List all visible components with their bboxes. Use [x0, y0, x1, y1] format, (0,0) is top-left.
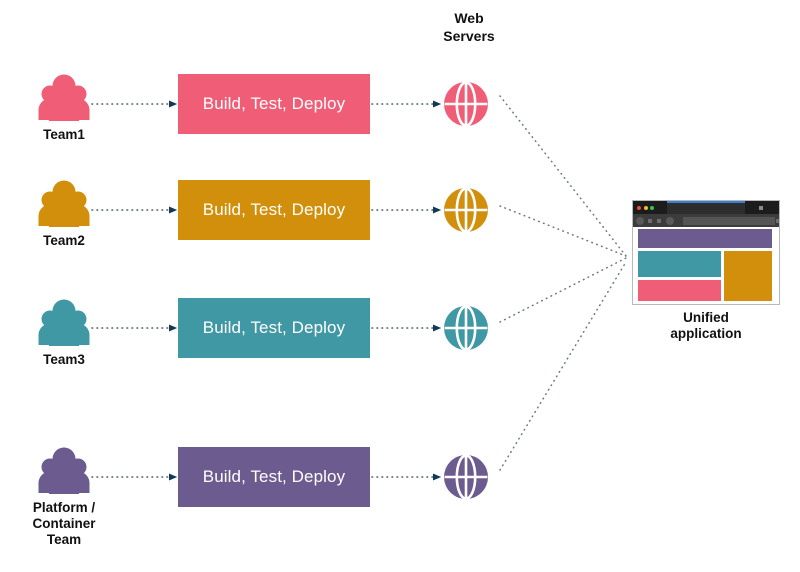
unified-application-browser[interactable]	[632, 200, 780, 305]
pipeline-label: Build, Test, Deploy	[202, 467, 346, 486]
team-block-team3: Team3	[4, 297, 124, 368]
app-panel-right	[724, 251, 772, 301]
connector-group-team-to-pipeline	[91, 100, 178, 481]
menu-button-icon[interactable]	[776, 219, 779, 223]
connector-group-pipeline-to-server	[371, 100, 442, 481]
team-label: Team2	[43, 233, 85, 248]
connector-group-server-to-app	[499, 95, 627, 471]
pipeline-box-team1[interactable]: Build, Test, Deploy	[178, 74, 370, 134]
app-panel-left-bottom	[638, 280, 721, 301]
globe-icon-team2[interactable]	[442, 186, 490, 234]
home-button-icon[interactable]	[666, 216, 674, 225]
team-group-icon	[38, 447, 90, 494]
team-label: Team3	[43, 352, 85, 367]
browser-toolbar	[633, 214, 779, 227]
reload-button-icon[interactable]	[657, 219, 661, 223]
team-group-icon	[38, 74, 90, 121]
connector-server-to-app	[499, 257, 627, 323]
team-label: Team1	[43, 127, 85, 142]
team-group-icon	[38, 180, 90, 227]
pipeline-box-team3[interactable]: Build, Test, Deploy	[178, 298, 370, 358]
minimize-dot-icon[interactable]	[643, 205, 648, 210]
team-group-icon	[38, 299, 90, 346]
connector-server-to-app	[499, 205, 627, 257]
web-servers-header: Web Servers	[443, 10, 495, 44]
team-block-platform-container-team: Platform / Container Team	[4, 445, 124, 548]
forward-button-icon[interactable]	[648, 219, 652, 223]
maximize-dot-icon[interactable]	[650, 205, 654, 210]
pipeline-label: Build, Test, Deploy	[202, 94, 346, 113]
pipeline-box-team2[interactable]: Build, Test, Deploy	[178, 180, 370, 240]
connector-server-to-app	[499, 95, 627, 257]
unified-application-caption: Unified application	[670, 310, 742, 342]
browser-tab-inactive[interactable]	[745, 201, 779, 214]
app-panel-header	[638, 229, 772, 248]
browser-tab-active[interactable]	[667, 201, 745, 214]
pipeline-box-platform-container-team[interactable]: Build, Test, Deploy	[178, 447, 370, 507]
connector-server-to-app	[499, 261, 627, 471]
app-panel-left-top	[638, 251, 721, 277]
address-bar[interactable]	[683, 216, 775, 225]
pipeline-label: Build, Test, Deploy	[202, 200, 346, 219]
team-block-team1: Team1	[4, 72, 124, 143]
tab-favicon-icon	[759, 205, 763, 210]
pipeline-label: Build, Test, Deploy	[202, 318, 346, 337]
window-controls[interactable]	[637, 205, 654, 210]
browser-tab-bar	[633, 201, 779, 214]
globe-icon-platform-container-team[interactable]	[442, 453, 490, 501]
globe-icon-team1[interactable]	[442, 80, 490, 128]
back-button-icon[interactable]	[636, 216, 644, 225]
browser-content-area	[633, 227, 779, 304]
team-block-team2: Team2	[4, 178, 124, 249]
close-dot-icon[interactable]	[637, 205, 641, 210]
team-label: Platform / Container Team	[32, 500, 96, 547]
globe-icon-team3[interactable]	[442, 304, 490, 352]
